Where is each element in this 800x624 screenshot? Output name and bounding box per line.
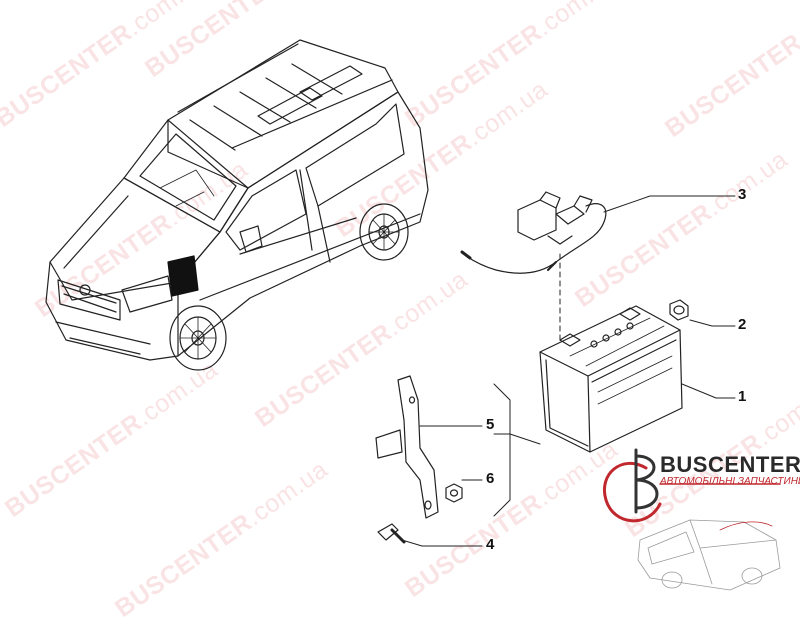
callout-4: 4 xyxy=(486,536,495,553)
headlight xyxy=(121,275,173,313)
logo-van-sketch xyxy=(637,519,781,591)
front-side-window xyxy=(225,169,307,251)
van-illustration xyxy=(45,39,429,371)
battery-terminal xyxy=(619,307,641,321)
side-mirror xyxy=(239,225,263,253)
bracket-bolt xyxy=(377,523,406,544)
windshield xyxy=(123,119,249,233)
buscenter-logo xyxy=(603,448,781,523)
logo-swirl xyxy=(603,461,662,523)
front-wheel xyxy=(169,305,227,371)
battery-sensor xyxy=(517,199,557,241)
roof-rail-bars xyxy=(189,63,343,151)
leader-lines xyxy=(401,195,736,547)
callout-1: 1 xyxy=(738,388,747,405)
battery-location-marker xyxy=(167,255,199,297)
logo-tagline: АВТОМОБІЛЬНІ ЗАПЧАСТИНИ xyxy=(660,476,800,487)
callout-2: 2 xyxy=(738,316,747,333)
rear-side-window xyxy=(305,103,405,207)
front-grille xyxy=(57,279,121,321)
front-bumper xyxy=(45,261,179,361)
battery-sensor-cable xyxy=(460,191,607,274)
bracket-nut xyxy=(445,483,463,503)
terminal-nut xyxy=(669,299,689,321)
callout-3: 3 xyxy=(738,186,747,203)
battery-terminal xyxy=(559,333,581,347)
callout-5: 5 xyxy=(486,416,495,433)
logo-name: BUSCENTER xyxy=(660,452,800,477)
rear-wheel xyxy=(359,203,409,261)
battery xyxy=(539,305,683,453)
battery-bracket xyxy=(375,375,439,519)
van-side xyxy=(177,91,429,357)
callout-6: 6 xyxy=(486,470,495,487)
brand-emblem xyxy=(79,284,91,296)
